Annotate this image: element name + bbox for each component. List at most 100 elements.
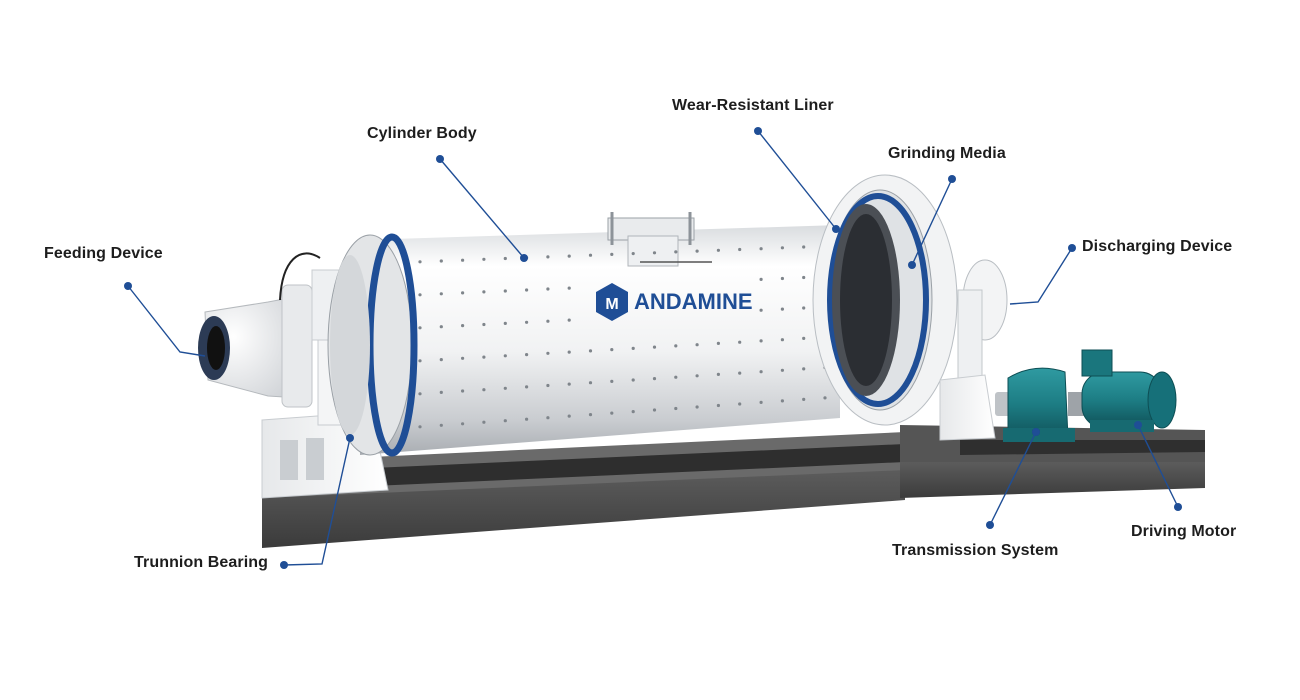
liner-bolt [525,385,529,389]
liner-bolt [525,353,529,357]
liner-bolt [759,339,763,343]
liner-bolt [738,340,742,344]
liner-bolt [503,256,507,261]
liner-bolt [652,408,657,412]
liner-bolt [546,351,550,355]
liner-bolt [695,374,699,378]
dot-wear-resistant-liner-end [832,225,840,233]
liner-bolt [567,382,571,386]
liner-bolt [461,356,465,360]
brand-name: ANDAMINE [634,289,753,314]
liner-bolt [546,383,550,388]
base-frame [262,425,1205,548]
liner-bolt [503,289,507,293]
leader-lines [127,130,1179,566]
dot-transmission-system [986,521,994,529]
liner-bolt [738,371,742,375]
liner-bolt [418,293,422,297]
label-wear-resistant-liner: Wear-Resistant Liner [672,97,834,114]
label-trunnion-bearing: Trunnion Bearing [134,554,269,571]
liner-bolt [610,252,614,256]
dot-transmission-system-end [1032,428,1040,436]
dot-discharging-device [1068,244,1076,252]
liner-bolt [823,396,827,400]
liner-bolt [780,246,785,250]
label-driving-motor: Driving Motor [1131,523,1237,540]
leader-driving-motor [1137,424,1179,508]
liner-bolt [652,251,657,255]
liner-bolt [418,260,422,264]
liner-bolt [631,410,635,414]
liner-bolt [567,350,571,354]
leader-wear-resistant-liner [757,130,837,230]
gear-ring [812,174,958,426]
leader-trunnion-bearing [283,437,351,566]
leader-transmission-system [989,431,1037,526]
liner-bolt [716,248,721,252]
liner-bolt [652,377,657,381]
liner-bolt [567,286,571,290]
liner-bolt [759,308,763,312]
liner-bolt [482,420,486,424]
liner-bolt [418,425,422,429]
dot-driving-motor [1174,503,1182,511]
liner-bolt [482,290,486,294]
liner-bolt [546,416,550,420]
dot-trunnion-bearing [280,561,288,569]
brand-logo-letter: M [605,296,618,313]
liner-bolt [780,399,785,403]
cylinder-body [327,212,840,457]
dot-cylinder-body [436,155,444,163]
brand-logo: M ANDAMINE [596,283,753,321]
liner-bolt [716,372,721,376]
liner-bolt [546,287,550,291]
liner-bolt [418,392,422,396]
liner-bolt [439,423,443,427]
discharging-device [939,259,1008,441]
dot-driving-motor-end [1134,421,1142,429]
dot-wear-resistant-liner [754,127,762,135]
liner-bolt [525,288,529,292]
liner-bolt [759,400,763,404]
driving-motor [1068,349,1177,432]
feeding-cone [198,252,321,408]
liner-bolt [588,349,593,353]
liner-bolt [439,259,443,263]
liner-bolt [802,367,806,371]
liner-bolt [738,247,742,252]
liner-bolt [738,402,742,406]
liner-bolt [802,275,806,280]
leader-feeding-device [127,285,206,357]
liner-bolt [802,306,806,310]
dot-cylinder-body-end [520,254,528,262]
liner-bolt [631,378,635,382]
liner-bolt [461,422,465,426]
liner-bolt [567,414,571,418]
liner-bolt [716,403,721,408]
liner-bolt [674,250,678,254]
liner-bolt [439,292,443,296]
liner-bolt [482,257,486,261]
liner-bolt [482,322,486,327]
leader-cylinder-body [439,158,525,259]
liner-bolt [503,321,507,325]
liner-bolt [461,324,465,328]
label-grinding-media: Grinding Media [888,145,1006,162]
liner-bolt [674,406,678,411]
liner-bolt [780,338,785,342]
liner-bolt [588,381,593,385]
liner-bolt [503,354,507,358]
leader-grinding-media [911,178,953,266]
liner-bolt [567,318,571,322]
liner-bolt [759,370,763,374]
liner-bolt [759,277,763,281]
liner-bolt [652,345,657,349]
liner-bolt [567,254,571,258]
liner-bolt [802,336,806,340]
liner-bolt [439,358,443,362]
liner-bolt [461,258,465,262]
liner-bolt [610,379,614,383]
liner-bolt [674,375,678,379]
liner-bolt [780,276,785,281]
